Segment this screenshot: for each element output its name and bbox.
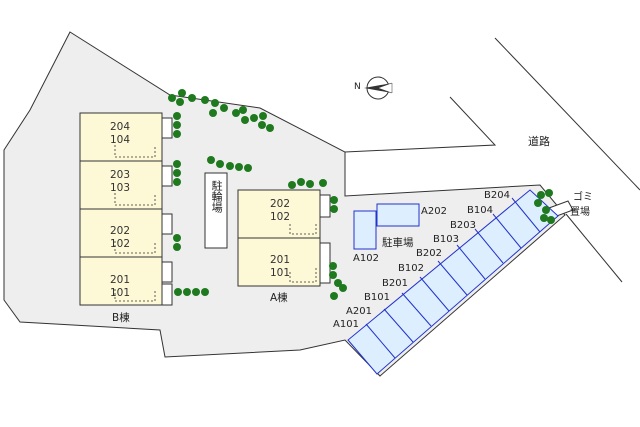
- building-b: [79, 112, 173, 306]
- parking-label-b104: B104: [467, 205, 493, 216]
- unit-a-1-upper: 201: [269, 254, 291, 266]
- parking-label-a201: A201: [346, 306, 372, 317]
- parking-label-b103: B103: [433, 234, 459, 245]
- unit-b-4: [79, 112, 163, 162]
- parking-separate: [353, 203, 420, 250]
- parking-label: 駐車場: [382, 237, 414, 249]
- unit-a-2-upper: 202: [269, 198, 291, 210]
- parking-space-a202: [376, 203, 420, 227]
- parking-label-b101: B101: [364, 292, 390, 303]
- unit-b-2: [79, 208, 163, 258]
- bicycle-parking: [204, 172, 228, 249]
- road-lines: [344, 37, 640, 283]
- parking-label-b201: B201: [382, 278, 408, 289]
- compass-north-label: N: [354, 82, 361, 92]
- unit-b-3-upper: 203: [109, 169, 131, 181]
- trees: [168, 89, 555, 300]
- building-a-label: A棟: [270, 292, 288, 304]
- parking-space-a102: [353, 210, 377, 250]
- building-b-stairs: [114, 145, 156, 302]
- parking-label-a202: A202: [421, 206, 447, 217]
- parking-label-b203: B203: [450, 220, 476, 231]
- unit-b-3-lower: 103: [109, 182, 131, 194]
- garbage-label-line1: ゴミ: [573, 192, 593, 203]
- compass: [364, 76, 393, 100]
- bicycle-parking-label: 駐輪場: [210, 180, 224, 213]
- parking-label-b102: B102: [398, 263, 424, 274]
- parking-label-b202: B202: [416, 248, 442, 259]
- unit-b-1: [79, 256, 163, 306]
- parking-row: [347, 189, 559, 375]
- parking-label-a102: A102: [353, 253, 379, 264]
- parking-label-b204: B204: [484, 190, 510, 201]
- unit-b-4-upper: 204: [109, 121, 131, 133]
- building-a-stairs: [289, 222, 317, 283]
- building-b-label: B棟: [112, 312, 130, 324]
- unit-a-2-lower: 102: [269, 211, 291, 223]
- road-label: 道路: [528, 135, 550, 148]
- unit-a-1-lower: 101: [269, 267, 291, 279]
- unit-b-1-lower: 101: [109, 287, 131, 299]
- unit-b-2-lower: 102: [109, 238, 131, 250]
- unit-b-3: [79, 160, 163, 210]
- parking-label-a101: A101: [333, 319, 359, 330]
- unit-b-2-upper: 202: [109, 225, 131, 237]
- unit-b-1-upper: 201: [109, 274, 131, 286]
- unit-b-4-lower: 104: [109, 134, 131, 146]
- building-a: [237, 189, 331, 287]
- garbage-label-line2: 置場: [570, 207, 590, 218]
